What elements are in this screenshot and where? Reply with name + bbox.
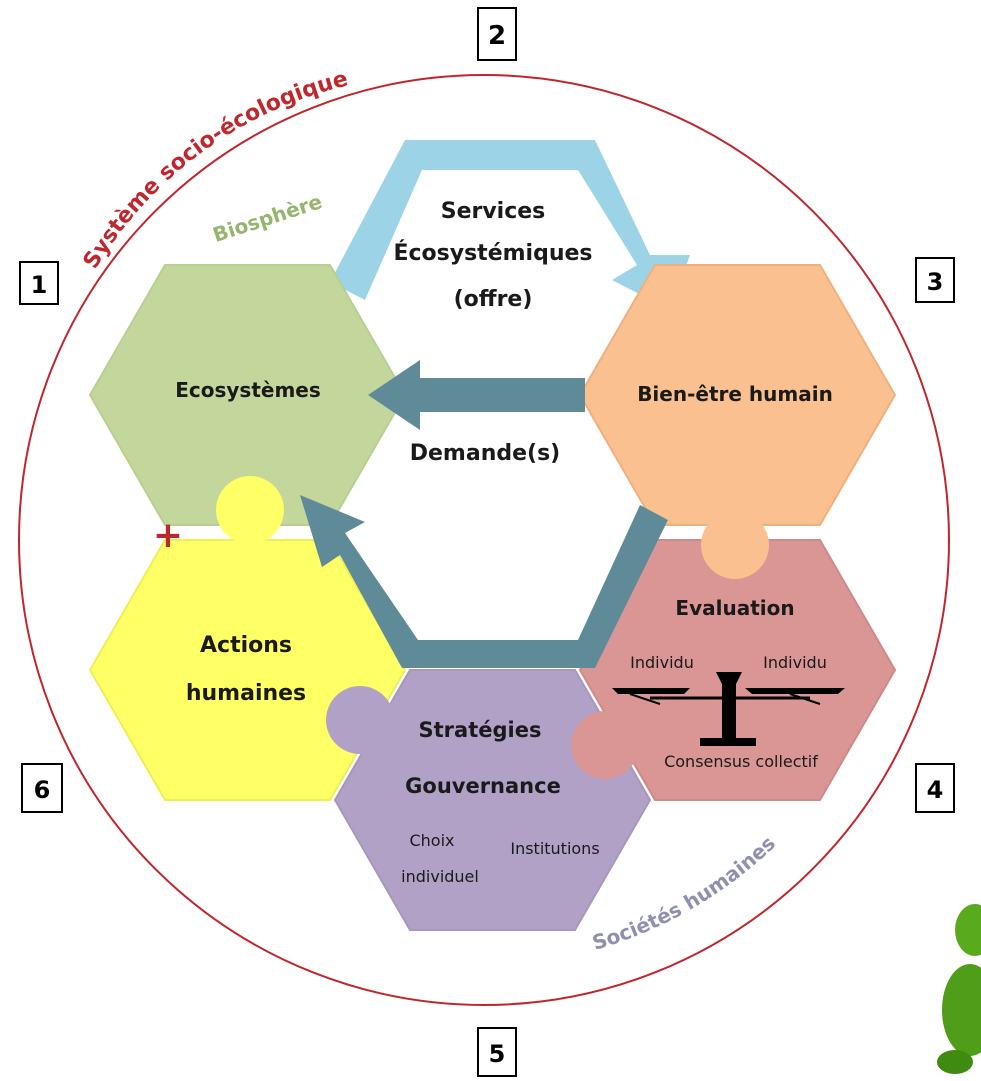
plus-sign: + <box>153 515 183 556</box>
ecosystems-label: Ecosystèmes <box>175 378 321 402</box>
number-box-1: 1 <box>19 261 59 305</box>
actions-label-2: humaines <box>186 681 306 706</box>
strategies-puzzle-knob <box>326 686 394 754</box>
svg-text:6: 6 <box>34 776 51 804</box>
choice-label-1: Choix <box>409 831 454 850</box>
return-arrow <box>300 495 668 668</box>
svg-text:1: 1 <box>31 271 48 299</box>
number-box-5: 5 <box>477 1027 517 1077</box>
consensus-label: Consensus collectif <box>664 752 818 771</box>
svg-text:3: 3 <box>927 268 944 296</box>
services-line-1: Services <box>441 199 546 224</box>
individual-right-label: Individu <box>763 653 827 672</box>
svg-text:2: 2 <box>488 21 506 51</box>
evaluation-title: Evaluation <box>675 596 794 620</box>
governance-label: Gouvernance <box>405 774 561 798</box>
individual-left-label: Individu <box>630 653 694 672</box>
number-box-2: 2 <box>477 7 517 61</box>
choice-label-2: individuel <box>401 867 479 886</box>
actions-puzzle-knob <box>216 476 284 544</box>
balance-scale-icon <box>612 672 845 746</box>
demand-arrow <box>368 360 585 430</box>
number-box-3: 3 <box>915 257 955 303</box>
green-figure-illustration <box>937 904 981 1074</box>
services-line-2: Écosystémiques <box>393 240 592 266</box>
biosphere-label: Biosphère <box>210 189 325 247</box>
services-arrow <box>330 140 690 310</box>
strategies-hexagon <box>333 669 652 931</box>
svg-text:5: 5 <box>489 1040 506 1068</box>
demand-label: Demande(s) <box>410 441 561 466</box>
actions-label-1: Actions <box>200 633 292 658</box>
svg-text:4: 4 <box>927 776 944 804</box>
evaluation-puzzle-knob <box>571 711 639 779</box>
number-box-6: 6 <box>21 763 63 813</box>
number-box-4: 4 <box>915 763 955 813</box>
services-line-3: (offre) <box>454 287 533 312</box>
strategies-label: Stratégies <box>419 718 542 742</box>
institutions-label: Institutions <box>510 839 599 858</box>
wellbeing-puzzle-knob <box>701 511 769 579</box>
actions-hexagon <box>88 539 407 801</box>
system-circle <box>18 74 950 1006</box>
wellbeing-label: Bien-être humain <box>637 382 833 406</box>
